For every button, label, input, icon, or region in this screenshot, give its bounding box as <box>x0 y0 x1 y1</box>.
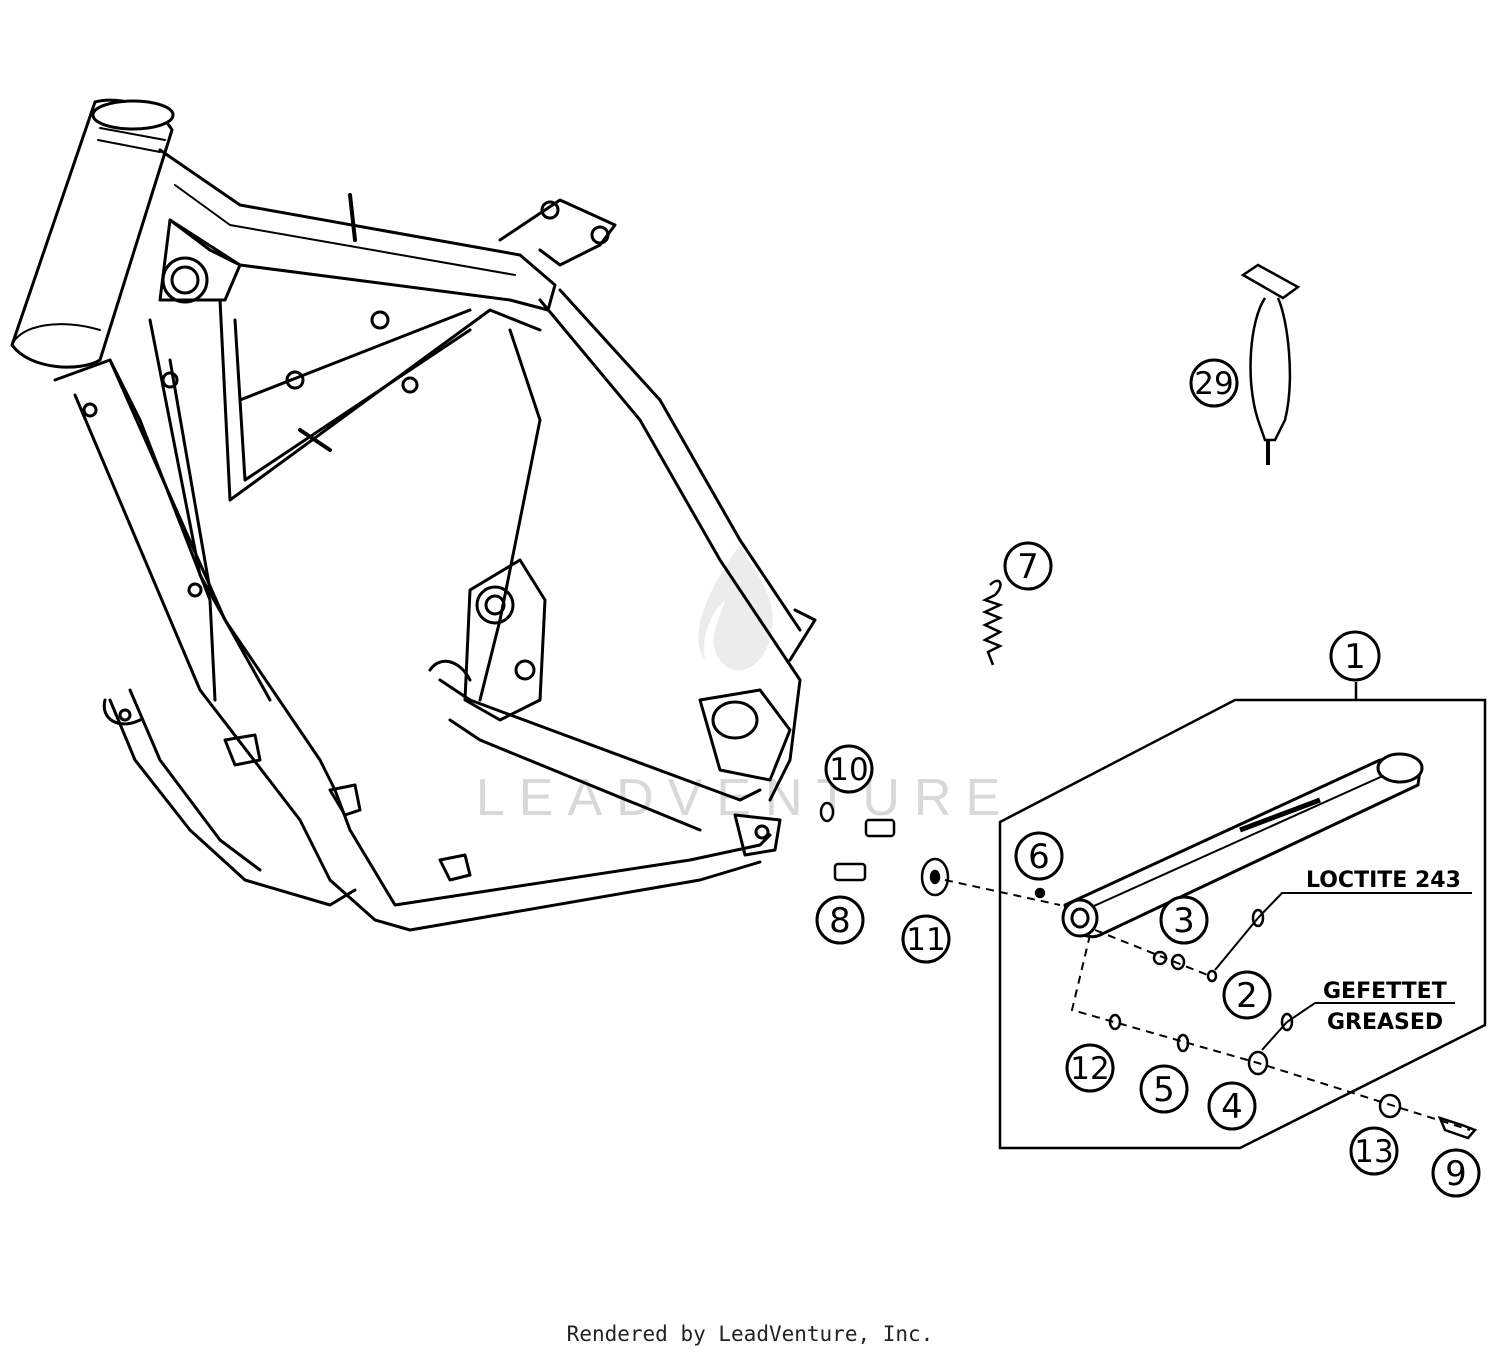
callout-6-label: 6 <box>1028 837 1050 877</box>
callout-3: 3 <box>1159 895 1209 945</box>
callout-10: 10 <box>824 744 874 794</box>
callout-1: 1 <box>1329 630 1381 682</box>
callout-1-label: 1 <box>1344 637 1366 677</box>
loctite-note: LOCTITE 243 <box>1306 868 1461 893</box>
callout-10-label: 10 <box>829 752 868 788</box>
callout-11-label: 11 <box>906 922 945 958</box>
assembly-lines <box>944 879 1471 1131</box>
callout-7: 7 <box>1003 541 1053 591</box>
callouts: 1 2 3 4 5 6 7 8 <box>815 358 1481 1198</box>
leader-lines <box>1214 892 1472 1051</box>
callout-12-label: 12 <box>1070 1051 1109 1087</box>
callout-4-label: 4 <box>1221 1087 1243 1127</box>
footer-credit: Rendered by LeadVenture, Inc. <box>566 1322 934 1346</box>
callout-7-label: 7 <box>1017 547 1039 587</box>
callout-9: 9 <box>1431 1148 1481 1198</box>
callout-4: 4 <box>1207 1081 1257 1131</box>
callout-13-label: 13 <box>1354 1134 1393 1170</box>
callout-9-label: 9 <box>1445 1154 1467 1194</box>
callout-11: 11 <box>901 914 951 964</box>
callout-8: 8 <box>815 895 865 945</box>
callout-3-label: 3 <box>1173 901 1195 941</box>
callout-5: 5 <box>1139 1064 1189 1114</box>
sidestand-leg <box>1061 752 1424 939</box>
callout-29: 29 <box>1189 358 1239 408</box>
small-parts <box>819 263 1478 1140</box>
frame-drawing <box>10 98 817 932</box>
callout-5-label: 5 <box>1153 1070 1175 1110</box>
callout-29-label: 29 <box>1194 366 1233 402</box>
callout-2-label: 2 <box>1236 976 1258 1016</box>
flame-watermark-icon <box>698 545 773 671</box>
gefettet-note: GEFETTET <box>1323 979 1447 1004</box>
callout-8-label: 8 <box>829 901 851 941</box>
sidestand-kit-outline <box>998 682 1487 1150</box>
callout-13: 13 <box>1349 1126 1399 1176</box>
watermark: LEADVENTURE <box>476 545 1000 827</box>
callout-12: 12 <box>1065 1043 1115 1093</box>
greased-note: GREASED <box>1327 1010 1443 1035</box>
callout-2: 2 <box>1222 970 1272 1020</box>
callout-6: 6 <box>1014 831 1064 881</box>
